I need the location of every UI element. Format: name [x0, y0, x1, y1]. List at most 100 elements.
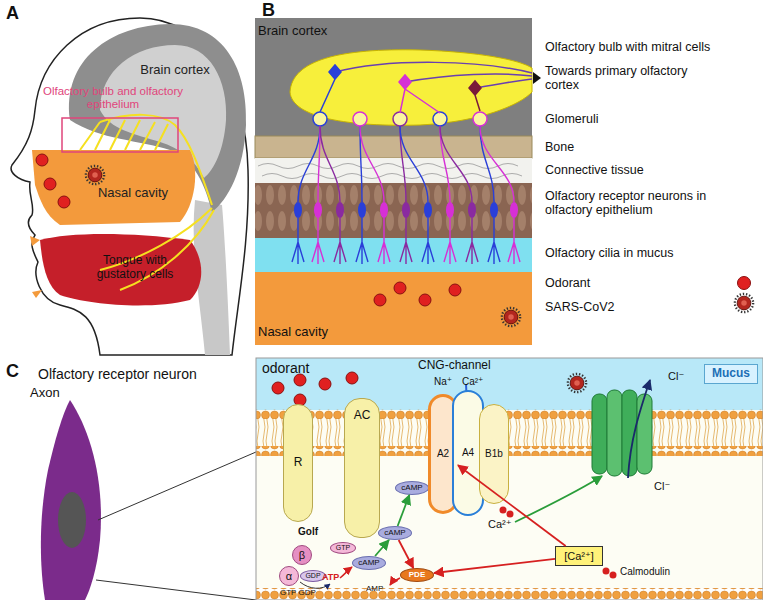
cell-label: Olfactory receptor neuron	[38, 366, 197, 382]
molecule-label: Calmodulin	[620, 566, 670, 578]
pathway-arrow	[398, 495, 410, 526]
bone-band	[255, 136, 532, 158]
glomerulus	[433, 112, 447, 126]
nucleotide-label: GTP GDP	[280, 588, 316, 597]
node-text: R	[294, 456, 303, 470]
odorant-dot	[374, 294, 386, 306]
lipid-heads	[256, 409, 763, 419]
panel-letter: B	[262, 0, 275, 21]
receptor-neuron	[440, 126, 456, 264]
direction-arrowhead	[533, 72, 541, 84]
layer-label: Connective tissue	[545, 163, 644, 177]
olfactory-bulb	[290, 50, 532, 125]
glomerulus	[353, 112, 367, 126]
synthesis-arrow	[340, 567, 352, 578]
cortex-band	[255, 18, 532, 136]
pathway-arrow	[399, 540, 414, 568]
mitral-cell	[399, 75, 440, 113]
neuron-soma	[336, 202, 344, 218]
messenger-molecule: cAMP	[352, 556, 386, 570]
cavity-region: Nasal cavity	[86, 184, 180, 202]
hydrolysis-arrow	[390, 578, 400, 585]
virus-icon	[568, 374, 586, 392]
cavity-band	[255, 272, 532, 345]
zoom-lines	[96, 452, 256, 600]
enzyme-protein: AC	[344, 398, 380, 538]
mitral-cell	[320, 65, 341, 112]
neuron-group	[292, 112, 520, 264]
legend-text: SARS-CoV2	[545, 300, 614, 314]
receptor-neuron	[356, 126, 368, 264]
neuron-soma	[490, 202, 498, 218]
neuron-soma	[380, 202, 388, 218]
calmodulin-dot	[610, 572, 617, 579]
concentration-box: [Ca²⁺]	[555, 546, 603, 566]
node-text: PDE	[409, 570, 425, 579]
receptor-protein: R	[283, 404, 313, 522]
head-outline	[11, 18, 248, 355]
region-highlight	[62, 118, 178, 152]
pathway-arrow	[375, 540, 389, 556]
molecule-label: ATP	[322, 572, 339, 582]
channel-label: CNG-channel	[418, 359, 491, 373]
neuron-soma	[358, 202, 366, 218]
lipid-tails	[256, 418, 763, 448]
activation-arrow	[515, 476, 602, 522]
lower-membrane	[256, 588, 763, 600]
receptor-neuron	[400, 126, 434, 264]
layer-label: Bone	[545, 140, 574, 154]
node-text: A4	[462, 447, 474, 459]
glomerulus	[473, 112, 487, 126]
layer-label: Olfactory receptor neurons in olfactory …	[545, 189, 750, 218]
node-text: A2	[437, 448, 449, 460]
odorant-dot	[319, 378, 331, 390]
ion-label: Cl⁻	[668, 370, 684, 383]
neuron-soma	[402, 202, 410, 218]
neuron-soma	[314, 202, 322, 218]
node-text: Tongue with gustatory cells	[82, 254, 188, 282]
g-protein-subunit: β	[292, 545, 312, 565]
layer-label: Towards primary olfactory cortex	[545, 64, 695, 93]
legend-swatch	[737, 276, 751, 290]
node-text: cAMP	[358, 558, 379, 567]
mitral-axons	[335, 62, 532, 88]
odorant-dot	[394, 282, 406, 294]
ion-label: Ca²⁺	[462, 376, 483, 388]
mitral-cell	[469, 81, 481, 111]
layer-label: Olfactory cilia in mucus	[545, 246, 674, 260]
calmodulin-dot	[500, 507, 507, 514]
odorant-dot	[36, 154, 48, 166]
receptor-neuron	[400, 126, 412, 264]
part-label: Axon	[30, 386, 60, 401]
tongue-region: Tongue with gustatory cells	[82, 250, 188, 286]
receptor-neuron	[360, 126, 390, 264]
chloride-channel	[592, 394, 607, 474]
tongue-shape	[40, 234, 201, 305]
enzyme-ellipse: PDE	[400, 568, 434, 582]
protein-label: Golf	[298, 526, 318, 538]
legend-text: Odorant	[545, 276, 590, 290]
receptor-neuron	[292, 126, 320, 264]
virus-icon	[502, 308, 520, 326]
messenger-molecule: cAMP	[395, 481, 429, 495]
chloride-channel	[637, 394, 652, 474]
node-text: [Ca²⁺]	[564, 550, 594, 563]
receptor-neuron	[480, 126, 520, 264]
neuron-soma	[468, 202, 476, 218]
node-text: B1b	[485, 448, 503, 460]
molecule-label: odorant	[262, 360, 309, 376]
node-text: α	[286, 570, 292, 583]
layer-label: Olfactory bulb with mitral cells	[545, 40, 710, 54]
lipid-heads	[256, 446, 763, 456]
region-callout: Olfactory bulb and olfactory epithelium	[38, 82, 188, 114]
cell-nucleus	[58, 492, 86, 548]
layer-label: Glomeruli	[545, 112, 599, 126]
epithelium-band	[255, 183, 532, 238]
teeth-shape	[30, 236, 42, 298]
odorant-dot	[44, 178, 56, 190]
channel-subunit: B1b	[479, 404, 509, 504]
glomerulus	[393, 112, 407, 126]
